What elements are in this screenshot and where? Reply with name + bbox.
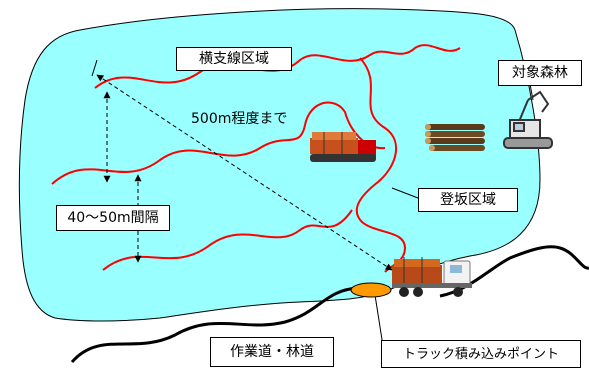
- target-forest-label: 対象森林: [498, 60, 582, 86]
- road-upper: [439, 245, 589, 298]
- log-pile-icon: [425, 124, 485, 151]
- line-spacing-label: 40～50m間隔: [56, 205, 170, 231]
- forwarder-icon: [310, 132, 376, 162]
- loading-pointer: [374, 294, 384, 347]
- climb-pointer: [391, 187, 419, 199]
- roads: [70, 245, 589, 363]
- log-truck-icon: [392, 257, 472, 297]
- lateral-line-area-label: 横支線区域: [176, 47, 292, 71]
- work-road-label: 作業道・林道: [210, 337, 334, 367]
- loading-point-marker: [350, 282, 392, 298]
- road-lower: [70, 286, 359, 363]
- distance-limit-label: 500m程度まで: [189, 110, 290, 128]
- excavator-icon: [503, 90, 553, 149]
- distance-arrow: [96, 74, 393, 271]
- climbing-area-label: 登坂区域: [418, 188, 518, 212]
- top-left-tick: [91, 59, 98, 77]
- truck-loading-point-label: トラック積み込みポイント: [381, 340, 581, 368]
